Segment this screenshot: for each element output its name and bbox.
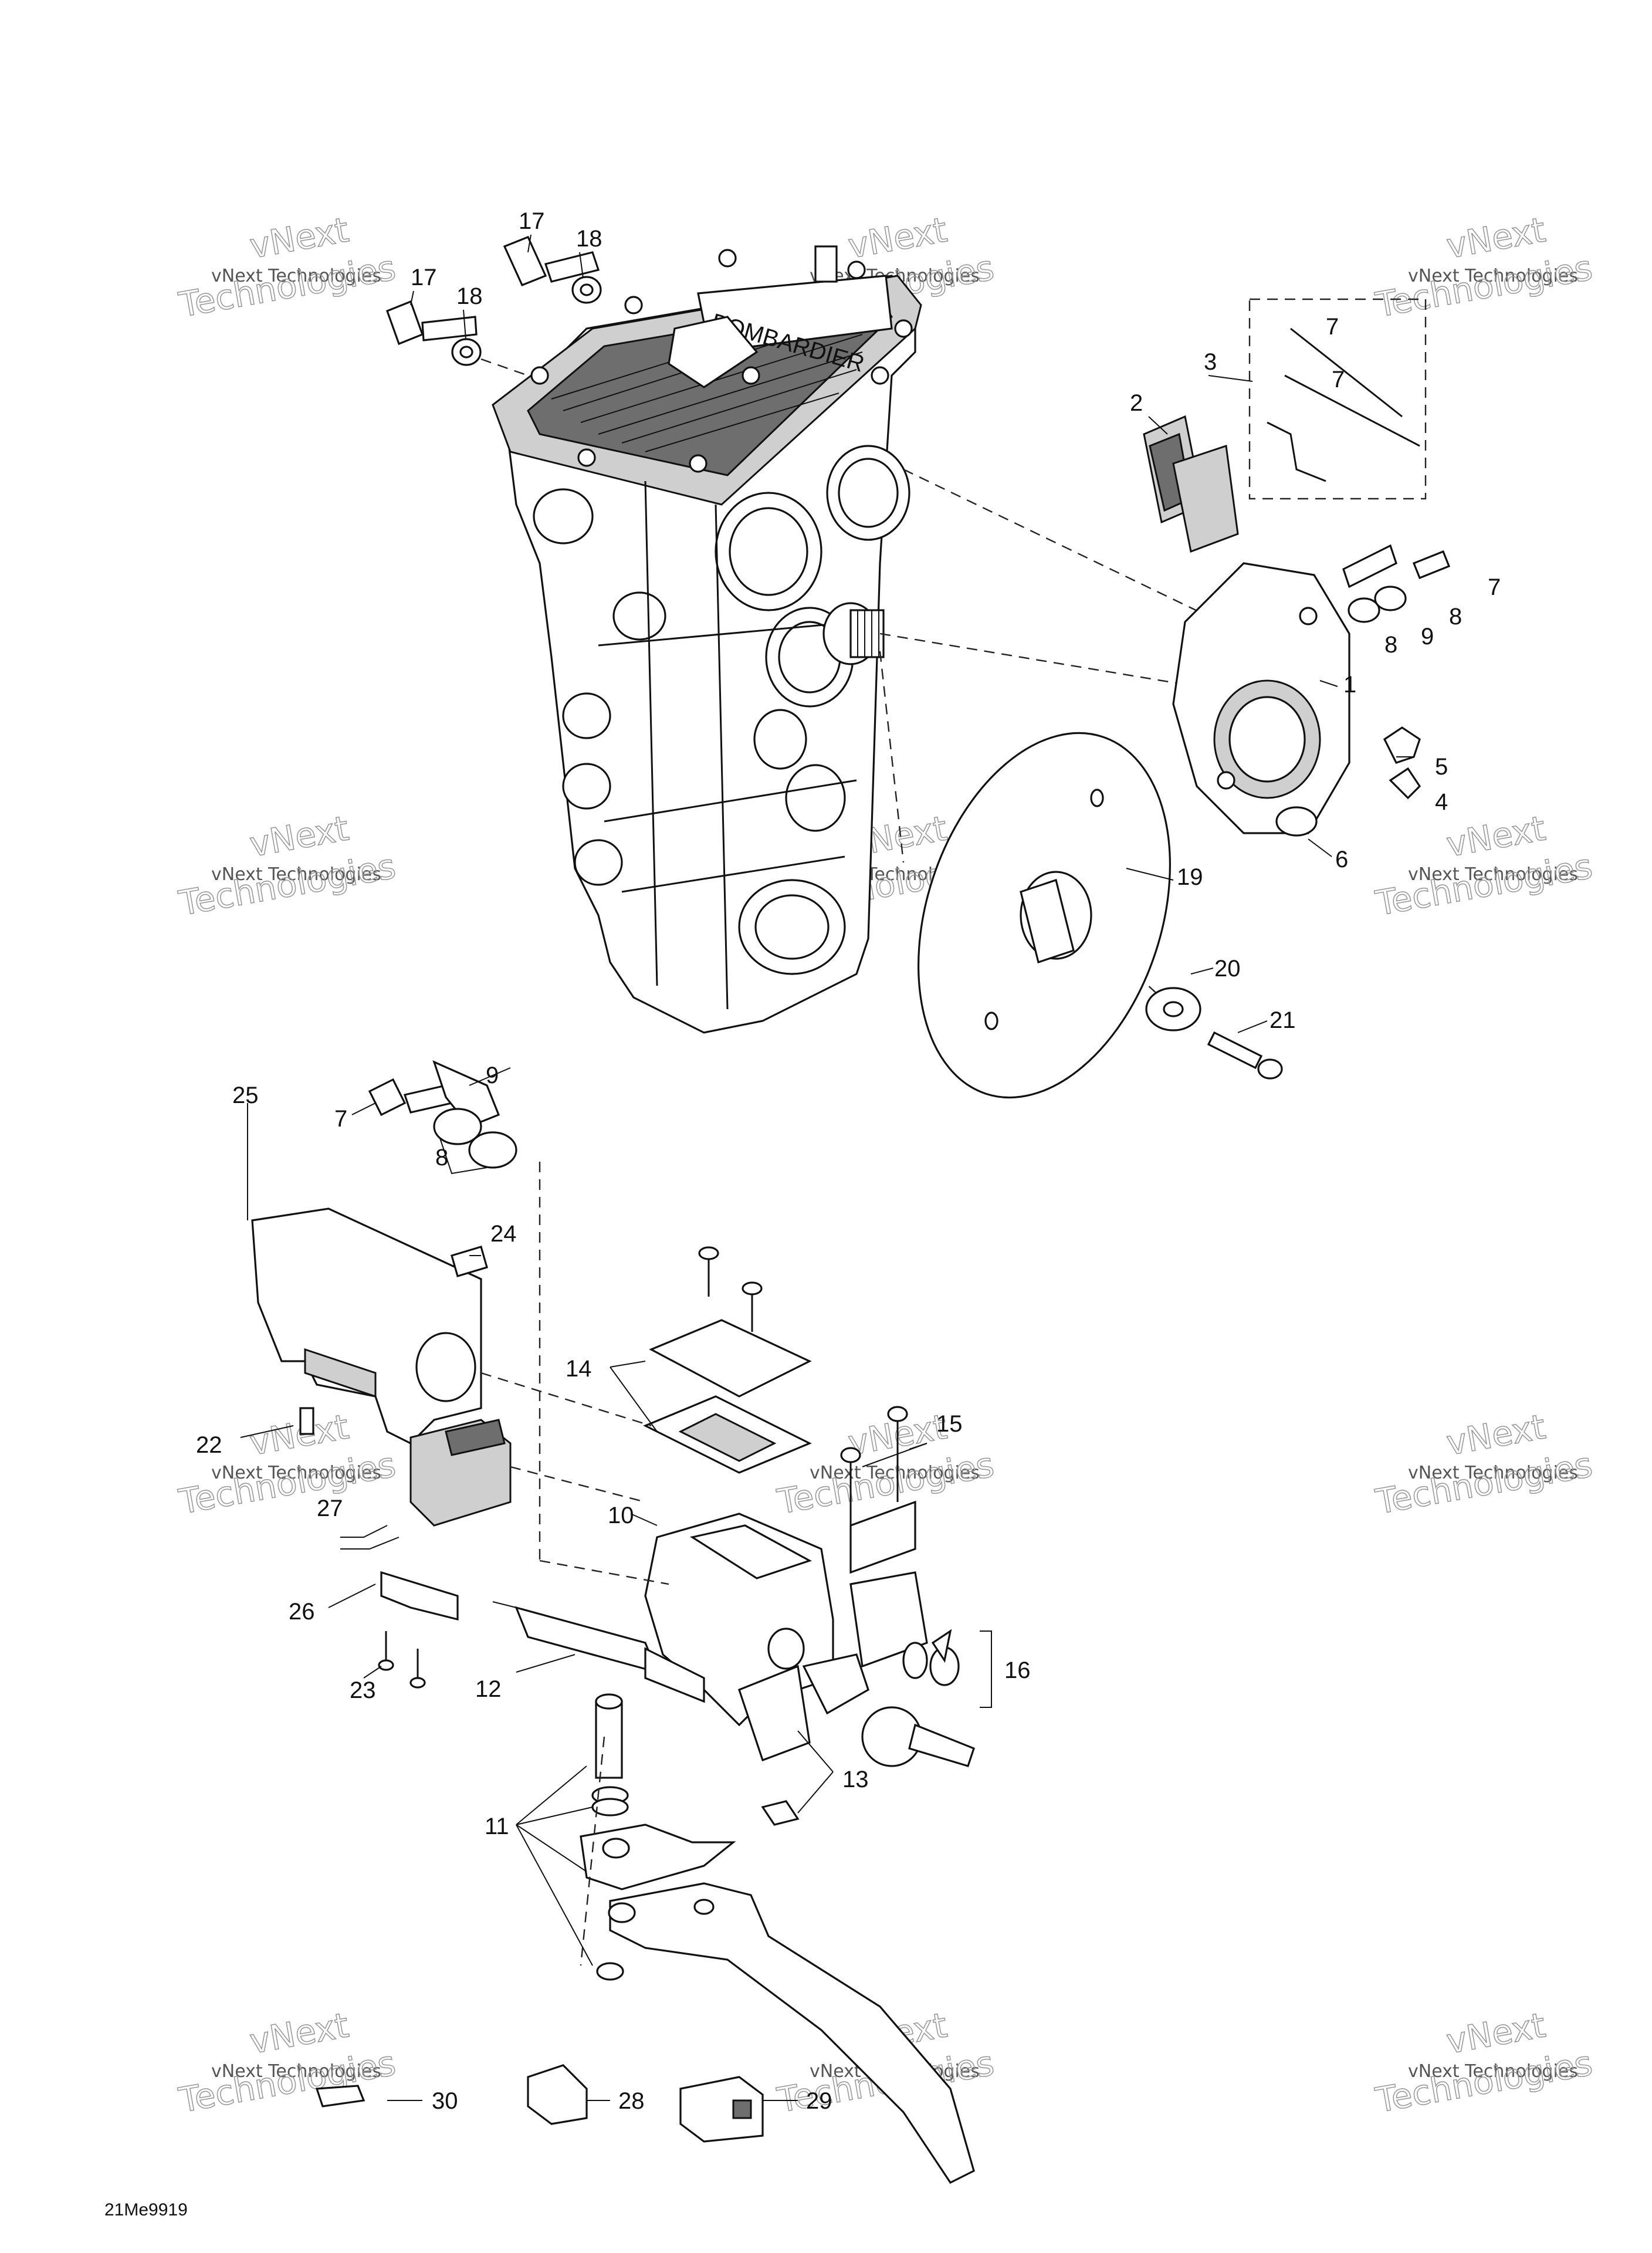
callout-7: 7 (1326, 314, 1339, 340)
callout-26: 26 (289, 1599, 315, 1625)
callout-8: 8 (1384, 632, 1397, 658)
assembly-guide-lines-lower (480, 1162, 669, 1966)
cap-screws (698, 1246, 763, 1332)
callout-2: 2 (1130, 390, 1143, 416)
callout-7: 7 (334, 1106, 347, 1132)
callout-29: 29 (806, 2088, 832, 2114)
callout-27: 27 (317, 1496, 343, 1521)
label-24 (451, 1246, 488, 1277)
pivot-bolt (595, 1693, 623, 1779)
callout-22: 22 (196, 1432, 222, 1458)
screw-17-upper (503, 235, 602, 304)
callout-24: 24 (490, 1221, 517, 1247)
callout-30: 30 (432, 2088, 458, 2114)
brake-disc (918, 732, 1171, 1099)
banjo-fitting-lower (432, 1060, 517, 1169)
brake-pads (1143, 415, 1239, 553)
watermark-vnext-technologies: vNext Technologies (1408, 1463, 1578, 1483)
watermark-vnext-technologies: vNext Technologies (211, 864, 381, 885)
callout-1: 1 (1343, 672, 1356, 698)
callout-7: 7 (1332, 367, 1345, 393)
callout-17: 17 (411, 265, 437, 290)
callout-10: 10 (608, 1503, 634, 1528)
callout-5: 5 (1435, 754, 1448, 780)
gearbox-housing: BOMBARDIER (492, 245, 922, 1034)
callout-15: 15 (936, 1411, 963, 1437)
watermark-vnext-technologies: vNext Technologies (1408, 2061, 1578, 2082)
callout-labels: 17 18 17 18 7 7 3 2 7 8 9 8 1 5 4 6 19 2… (196, 208, 1501, 2114)
return-spring (591, 1786, 629, 1816)
callout-11: 11 (485, 1814, 509, 1839)
master-cylinder-cover (251, 1207, 482, 1445)
callout-12: 12 (475, 1676, 502, 1702)
callout-6: 6 (1335, 847, 1348, 872)
callout-18: 18 (456, 283, 483, 309)
callout-17: 17 (519, 208, 545, 234)
diagram-reference-code: 21Me9919 (104, 2200, 188, 2220)
lever-adjuster (580, 1824, 736, 1890)
callout-9: 9 (486, 1063, 499, 1088)
callout-9: 9 (1421, 624, 1434, 649)
bar-end-weight (861, 1629, 975, 1767)
brake-caliper (1172, 562, 1350, 837)
callout-16: 16 (1004, 1657, 1031, 1683)
cover-bolts (530, 249, 913, 473)
banjo-fitting-upper (1342, 544, 1451, 623)
callout-20: 20 (1214, 956, 1241, 982)
leader-lines (240, 234, 1414, 2101)
callout-8: 8 (1449, 604, 1462, 630)
e-clip (596, 1962, 624, 1981)
brake-light-switch (340, 1419, 512, 1550)
small-screws-23 (378, 1631, 426, 1689)
watermark-vnext-technologies: vNext Technologies (211, 266, 381, 286)
callout-14: 14 (566, 1356, 592, 1382)
callout-18: 18 (576, 226, 602, 252)
terminal-30 (315, 2085, 365, 2107)
screw-17-lower (385, 300, 482, 366)
connector-29 (679, 2076, 764, 2143)
handlebar-clamp (840, 1406, 928, 1668)
master-cylinder-body (644, 1513, 869, 1762)
callout-28: 28 (618, 2088, 645, 2114)
piston-assembly (492, 1601, 705, 1703)
callout-19: 19 (1177, 864, 1203, 890)
watermark-vnext-technologies: vNext Technologies (211, 2061, 381, 2082)
reservoir-cap-gasket (643, 1319, 812, 1474)
callout-23: 23 (350, 1677, 376, 1703)
watermark-vnext-technologies: vNext Technologies (810, 1463, 980, 1483)
spacer-washer (1145, 987, 1201, 1031)
callout-25: 25 (232, 1082, 259, 1108)
callout-21: 21 (1270, 1007, 1296, 1033)
connector-28 (527, 2064, 588, 2125)
brake-lever (608, 1882, 975, 2184)
watermark-vnext-technologies: vNext Technologies (211, 1463, 381, 1483)
callout-8: 8 (435, 1145, 448, 1171)
set-screw-22 (299, 1407, 314, 1435)
callout-3: 3 (1204, 349, 1217, 375)
watermark-vnext-technologies: vNext Technologies (1408, 266, 1578, 286)
bleeder-parts (1383, 726, 1421, 800)
switch-bracket (380, 1571, 459, 1621)
callout-13: 13 (842, 1767, 869, 1792)
callout-7: 7 (1488, 574, 1501, 600)
callout-4: 4 (1435, 789, 1448, 815)
pad-pin-kit (1248, 298, 1427, 500)
disc-bolt (1207, 1031, 1283, 1080)
watermark-vnext-technologies: vNext Technologies (1408, 864, 1578, 885)
pivot-nut (761, 1800, 800, 1826)
banjo-bolt-lower (368, 1078, 453, 1117)
